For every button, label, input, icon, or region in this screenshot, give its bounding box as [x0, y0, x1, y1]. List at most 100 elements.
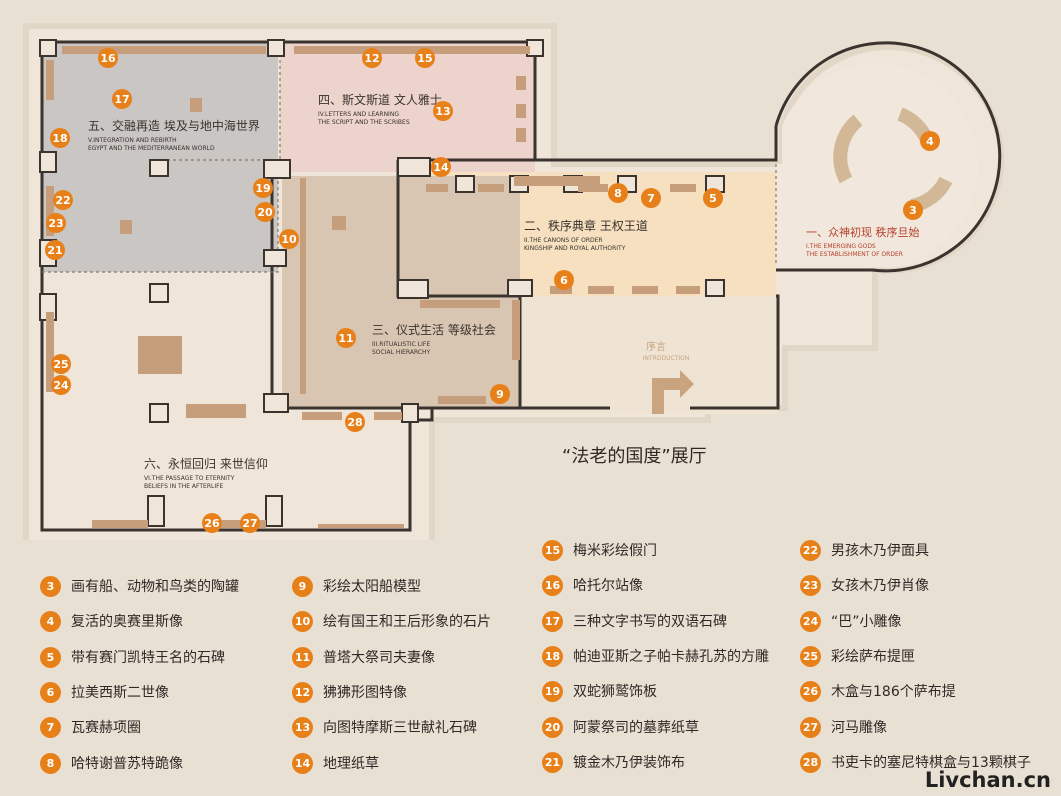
marker-circle — [903, 200, 923, 220]
marker-number: 17 — [114, 93, 129, 106]
marker-circle — [51, 375, 71, 395]
legend-number-badge: 12 — [292, 681, 313, 703]
zone-2-en1: II.THE CANONS OF ORDER — [524, 237, 603, 244]
marker-circle — [920, 131, 940, 151]
zone-5-en2: EGYPT AND THE MEDITERRANEAN WORLD — [88, 145, 215, 152]
legend-number-badge: 23 — [800, 574, 821, 596]
marker-number: 12 — [364, 52, 379, 65]
marker-circle — [554, 270, 574, 290]
zone-5-cn: 五、交融再造 埃及与地中海世界 — [88, 118, 260, 133]
marker-number: 23 — [48, 217, 63, 230]
marker-22[interactable]: 22 — [53, 190, 73, 210]
marker-25[interactable]: 25 — [51, 354, 71, 374]
legend-label: 拉美西斯二世像 — [71, 685, 169, 701]
marker-27[interactable]: 27 — [240, 513, 260, 533]
marker-20[interactable]: 20 — [255, 202, 275, 222]
legend-label: 男孩木乃伊面具 — [831, 543, 929, 559]
marker-10[interactable]: 10 — [279, 229, 299, 249]
legend-label: 向图特摩斯三世献礼石碑 — [323, 720, 477, 736]
marker-15[interactable]: 15 — [415, 48, 435, 68]
marker-7[interactable]: 7 — [641, 188, 661, 208]
marker-number: 7 — [647, 192, 655, 205]
legend-number-badge: 24 — [800, 610, 821, 632]
marker-circle — [202, 513, 222, 533]
marker-number: 11 — [338, 332, 353, 345]
marker-21[interactable]: 21 — [45, 240, 65, 260]
marker-3[interactable]: 3 — [903, 200, 923, 220]
marker-8[interactable]: 8 — [608, 183, 628, 203]
marker-number: 28 — [347, 416, 362, 429]
marker-13[interactable]: 13 — [433, 101, 453, 121]
marker-number: 3 — [909, 204, 917, 217]
marker-6[interactable]: 6 — [554, 270, 574, 290]
marker-number: 15 — [417, 52, 432, 65]
legend-label: 彩绘太阳船模型 — [323, 579, 421, 595]
marker-circle — [255, 202, 275, 222]
legend-number-badge: 15 — [542, 539, 563, 561]
marker-19[interactable]: 19 — [253, 178, 273, 198]
legend-number-badge: 10 — [292, 610, 313, 632]
marker-4[interactable]: 4 — [920, 131, 940, 151]
zone-2-en2: KINGSHIP AND ROYAL AUTHORITY — [524, 245, 626, 252]
marker-12[interactable]: 12 — [362, 48, 382, 68]
legend-number-badge: 17 — [542, 610, 563, 632]
zone-4-cn: 四、斯文斯道 文人雅士 — [318, 92, 442, 107]
marker-11[interactable]: 11 — [336, 328, 356, 348]
marker-17[interactable]: 17 — [112, 89, 132, 109]
marker-circle — [240, 513, 260, 533]
legend-number-badge: 3 — [40, 575, 61, 597]
marker-number: 6 — [560, 274, 568, 287]
marker-number: 24 — [53, 379, 69, 392]
legend-item-24[interactable]: 24 “巴”小雕像 — [800, 609, 902, 633]
hall-title: “法老的国度”展厅 — [562, 446, 707, 467]
zone-5-en1: V.INTEGRATION AND REBIRTH — [88, 137, 177, 144]
marker-26[interactable]: 26 — [202, 513, 222, 533]
marker-14[interactable]: 14 — [431, 157, 451, 177]
zone-3-cn: 三、仪式生活 等级社会 — [372, 322, 496, 337]
legend-item-17[interactable]: 17 三种文字书写的双语石碑 — [542, 609, 727, 633]
marker-circle — [415, 48, 435, 68]
marker-circle — [50, 128, 70, 148]
marker-16[interactable]: 16 — [98, 48, 118, 68]
marker-number: 5 — [709, 192, 717, 205]
marker-9[interactable]: 9 — [490, 384, 510, 404]
legend-label: 三种文字书写的双语石碑 — [573, 614, 727, 630]
marker-circle — [51, 354, 71, 374]
marker-circle — [112, 89, 132, 109]
marker-circle — [253, 178, 273, 198]
legend-label: “巴”小雕像 — [831, 614, 902, 630]
marker-5[interactable]: 5 — [703, 188, 723, 208]
marker-number: 9 — [496, 388, 504, 401]
marker-24[interactable]: 24 — [51, 375, 71, 395]
marker-28[interactable]: 28 — [345, 412, 365, 432]
zone-2-cn: 二、秩序典章 王权王道 — [524, 218, 648, 233]
entrance-arrow-icon — [652, 370, 694, 414]
marker-circle — [45, 240, 65, 260]
marker-23[interactable]: 23 — [46, 213, 66, 233]
marker-18[interactable]: 18 — [50, 128, 70, 148]
